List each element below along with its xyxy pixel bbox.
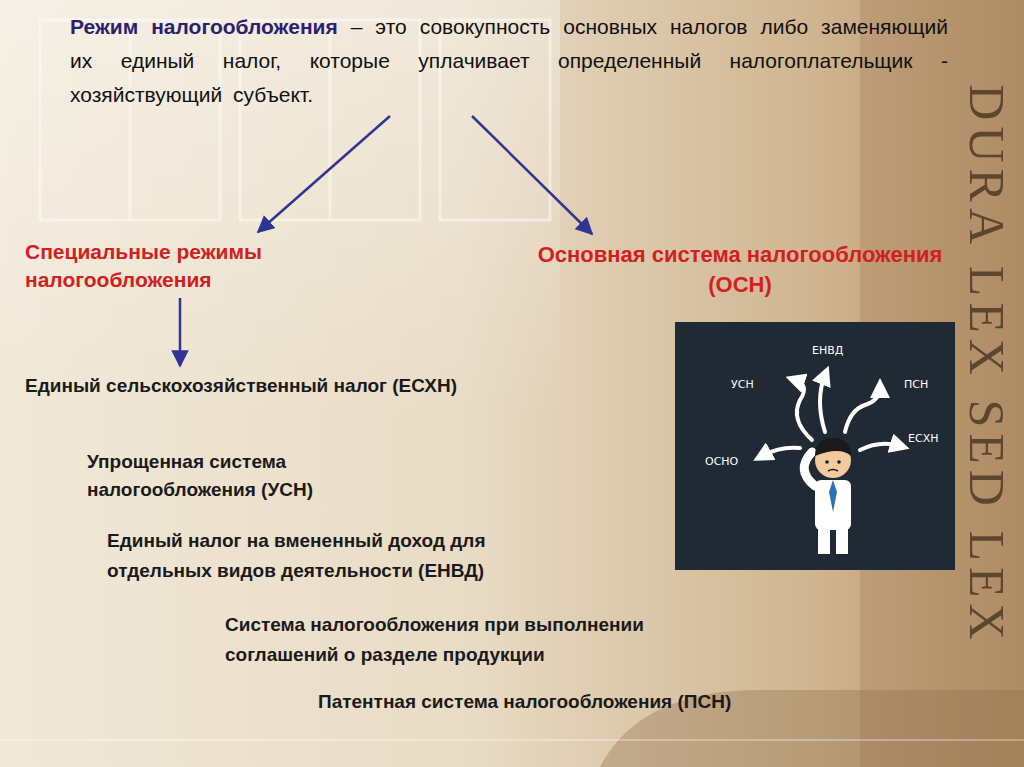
regime-item: Единый налог на вмененный доход для отде… (107, 530, 486, 581)
text-node: Патентная система налогообложения (ПСН) (318, 688, 838, 716)
regime-item: Патентная система налогообложения (ПСН) (318, 691, 731, 712)
term-heading: Режим налогообложения (70, 15, 338, 38)
text-node: Упрощенная система налогообложения (УСН) (87, 448, 387, 504)
choice-arrows (762, 375, 900, 456)
text-node: Система налогообложения при выполнении с… (225, 610, 725, 670)
text-node: Специальные режимы налогообложения (25, 238, 355, 294)
category-heading: Специальные режимы налогообложения (25, 240, 262, 291)
category-heading: Основная система налогообложения (ОСН) (538, 242, 943, 297)
option-label: ЕНВД (812, 344, 843, 357)
text-node: Основная система налогообложения (ОСН) (520, 240, 960, 300)
text-node: Единый налог на вмененный доход для отде… (107, 526, 547, 586)
thinking-man (804, 438, 851, 554)
arrow-connector (179, 298, 182, 366)
text-node: Единый сельскохозяйственный налог (ЕСХН) (25, 372, 565, 400)
option-label: ЕСХН (908, 432, 938, 445)
regime-item: Система налогообложения при выполнении с… (225, 614, 644, 665)
regime-item: Единый сельскохозяйственный налог (ЕСХН) (25, 375, 457, 396)
option-label: ОСНО (705, 455, 738, 468)
watermark: DURA LEX SED LEX (962, 84, 1012, 645)
arrow-connector (472, 116, 592, 234)
option-label: ПСН (904, 378, 928, 391)
regime-item: Упрощенная система налогообложения (УСН) (87, 451, 313, 500)
text-node: Режим налогообложения – это совокупность… (70, 10, 948, 112)
arrow-connector (258, 116, 390, 232)
option-label: УСН (731, 378, 754, 391)
illustration-panel (675, 322, 955, 570)
